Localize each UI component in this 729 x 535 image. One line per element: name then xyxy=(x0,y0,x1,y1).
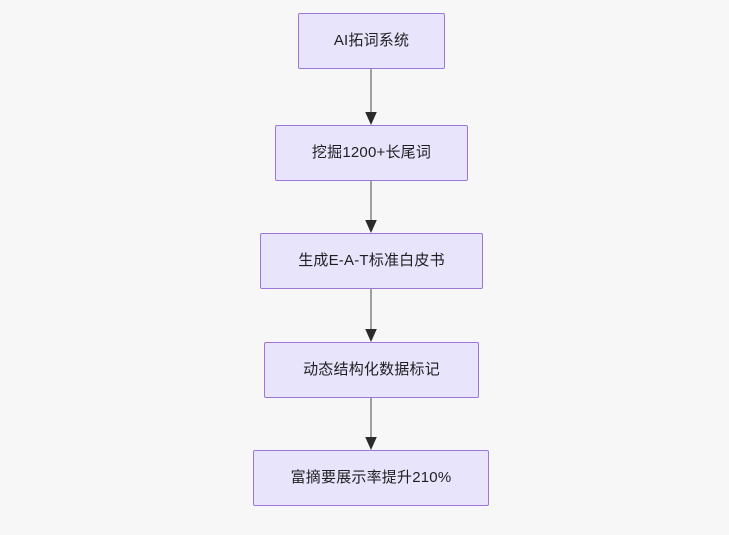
flow-node-dynamic-structured-data-markup[interactable]: 动态结构化数据标记 xyxy=(264,342,479,398)
flow-node-label: 富摘要展示率提升210% xyxy=(290,469,452,487)
flow-node-label: 动态结构化数据标记 xyxy=(303,361,440,379)
edge-n1-n2 xyxy=(365,69,377,125)
flow-node-ai-keyword-system[interactable]: AI拓词系统 xyxy=(298,13,445,69)
flow-node-label: 挖掘1200+长尾词 xyxy=(311,144,432,162)
edge-n3-n4 xyxy=(365,289,377,342)
edge-n4-n5 xyxy=(365,398,377,450)
edge-n2-n3 xyxy=(365,181,377,233)
flow-node-mine-longtail-keywords[interactable]: 挖掘1200+长尾词 xyxy=(275,125,468,181)
flow-node-label: 生成E-A-T标准白皮书 xyxy=(298,252,445,270)
flow-node-generate-eat-whitepaper[interactable]: 生成E-A-T标准白皮书 xyxy=(260,233,483,289)
flow-node-label: AI拓词系统 xyxy=(333,32,410,50)
flow-node-rich-snippet-rate-increase[interactable]: 富摘要展示率提升210% xyxy=(253,450,489,506)
